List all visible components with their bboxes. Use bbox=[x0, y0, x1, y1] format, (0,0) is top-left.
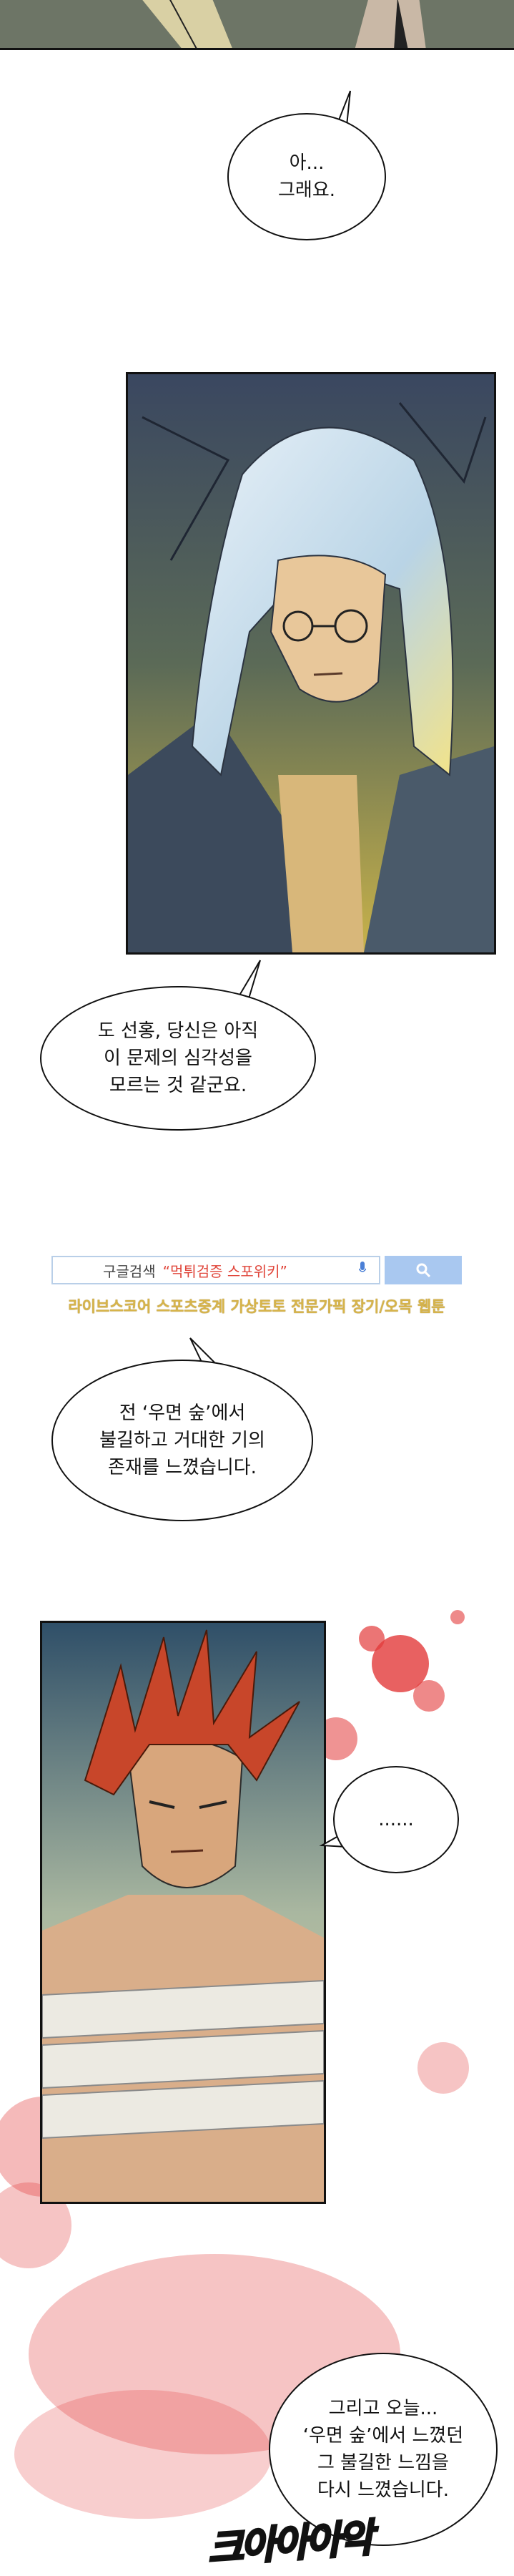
panel-art bbox=[42, 1623, 324, 2202]
ad-search-prefix: 구글검색 bbox=[103, 1262, 156, 1280]
top-panel-art bbox=[0, 0, 514, 48]
ad-search-bar: 구글검색 “먹튀검증 스포위키” bbox=[51, 1256, 462, 1287]
panel-red-haired-man bbox=[40, 1621, 326, 2204]
speech-text: ...... bbox=[378, 1809, 414, 1830]
speech-text: 아... 그래요. bbox=[277, 152, 336, 201]
speech-bubble-5: 그리고 오늘... ‘우면 숲’에서 느꼈던 그 불길한 느낌을 다시 느꼈습니… bbox=[269, 2353, 498, 2546]
panel-art bbox=[128, 374, 494, 952]
speech-text: 전 ‘우면 숲’에서 불길하고 거대한 기의 존재를 느꼈습니다. bbox=[99, 1402, 265, 1478]
ad-search-input[interactable]: 구글검색 “먹튀검증 스포위키” bbox=[51, 1256, 380, 1284]
speech-bubble-3: 전 ‘우면 숲’에서 불길하고 거대한 기의 존재를 느꼈습니다. bbox=[51, 1360, 313, 1521]
microphone-icon bbox=[359, 1262, 366, 1272]
ad-search-button[interactable] bbox=[385, 1256, 462, 1284]
top-panel-fragment bbox=[0, 0, 514, 50]
sound-effect-text: 크아아아악 bbox=[205, 2514, 373, 2573]
panel-white-haired-man bbox=[126, 372, 496, 955]
speech-bubble-4: ...... bbox=[333, 1766, 459, 1873]
speech-bubble-1: 아... 그래요. bbox=[227, 113, 386, 240]
speech-text: 도 선홍, 당신은 아직 이 문제의 심각성을 모르는 것 같군요. bbox=[97, 1020, 259, 1096]
speech-bubble-2: 도 선홍, 당신은 아직 이 문제의 심각성을 모르는 것 같군요. bbox=[40, 986, 316, 1131]
ad-subtitle: 라이브스코어 스포츠중계 가상토토 전문가픽 장기/오목 웹툰 bbox=[68, 1298, 445, 1315]
speech-text: 그리고 오늘... ‘우면 숲’에서 느꼈던 그 불길한 느낌을 다시 느꼈습니… bbox=[302, 2398, 464, 2501]
magnifier-icon bbox=[416, 1263, 431, 1278]
ad-search-query: “먹튀검증 스포위키” bbox=[162, 1262, 287, 1280]
